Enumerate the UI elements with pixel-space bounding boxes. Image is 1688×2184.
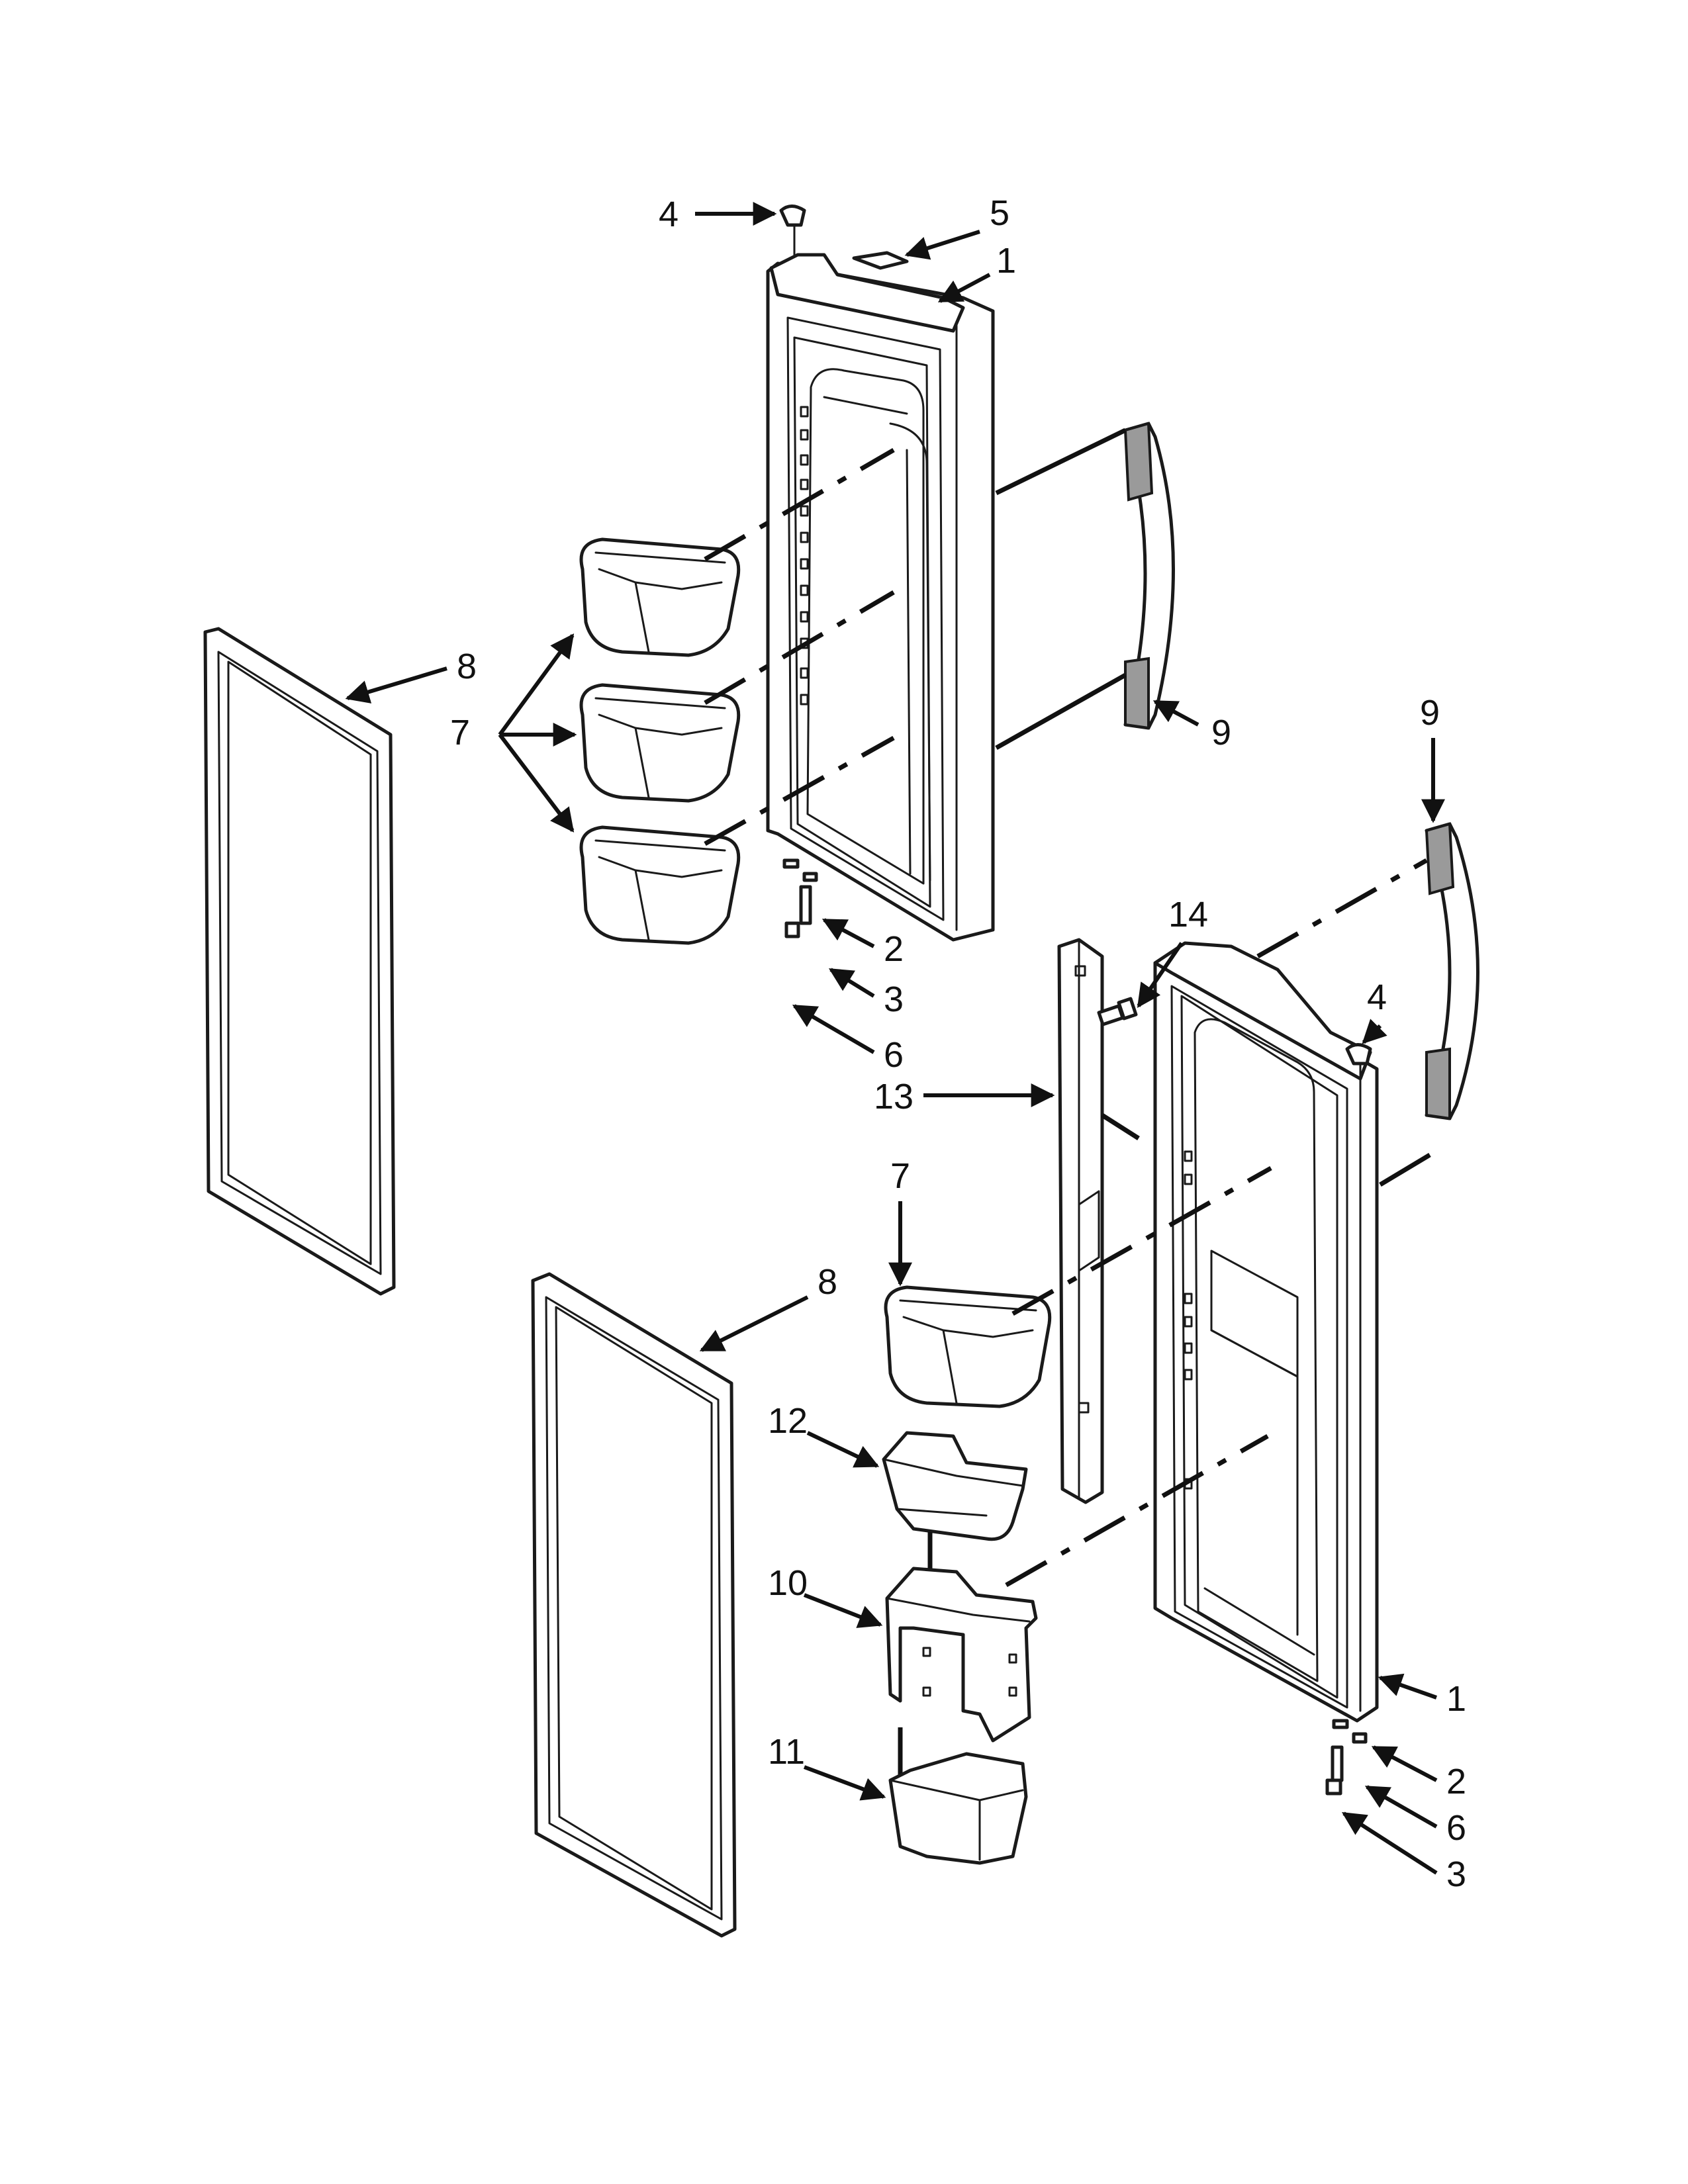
right-hinge-pin [1345, 1043, 1372, 1093]
right-handle-attach-line-bottom [1379, 1152, 1431, 1187]
callout-hinge-pin-top-right: 4 [1367, 978, 1387, 1017]
callout-bins-left: 7 [450, 713, 470, 752]
callout-hinge-right-bolt: 3 [1446, 1854, 1466, 1894]
callout-drawer-bracket: 10 [768, 1563, 808, 1603]
left-handle-attach-line-bottom [995, 672, 1127, 751]
small-drawer [888, 1752, 1028, 1865]
left-door-gasket [203, 627, 396, 1296]
left-bottom-hinge-hardware [782, 858, 818, 938]
callout-hinge-right-nut: 6 [1446, 1808, 1466, 1848]
callout-hinge-left-bolt: 3 [884, 979, 904, 1019]
right-bin-dash-line [1011, 1165, 1272, 1316]
mullion-screw [1097, 997, 1138, 1026]
small-shelf-bin [882, 1431, 1028, 1541]
callout-bushing: 5 [990, 193, 1009, 233]
callout-door-right: 1 [1446, 1679, 1466, 1719]
bin-dash-line-3 [704, 735, 895, 846]
right-door-bin [884, 1285, 1052, 1408]
right-handle-dash-line [1256, 858, 1428, 959]
right-door-assembly [1153, 941, 1379, 1723]
drawer-bracket [885, 1567, 1038, 1743]
bin-dash-line-1 [704, 447, 895, 562]
callout-hinge-left-nut: 6 [884, 1035, 904, 1075]
callout-bin-right: 7 [890, 1156, 910, 1196]
left-hinge-pin [779, 205, 806, 256]
callout-gasket-right: 8 [818, 1262, 837, 1302]
left-door-bin-top [579, 537, 741, 657]
callout-mullion: 13 [874, 1077, 914, 1116]
callout-hinge-right-washer: 2 [1446, 1762, 1466, 1801]
left-door-handle [1123, 422, 1175, 730]
bin-dash-line-2 [704, 590, 895, 705]
callout-mullion-screw: 14 [1168, 895, 1208, 934]
callout-handle-left: 9 [1211, 713, 1231, 752]
callout-gasket-left: 8 [457, 647, 477, 686]
callout-hinge-pin-top-left: 4 [659, 195, 679, 234]
callout-shelf-bin: 12 [768, 1401, 808, 1441]
left-door-shelf-pegs [800, 406, 809, 705]
right-door-top-cap [1153, 941, 1372, 1081]
left-door-bin-middle [579, 683, 741, 803]
callout-drawer: 11 [768, 1732, 805, 1772]
callout-arrows [345, 202, 1445, 1875]
right-bottom-hinge-hardware [1325, 1719, 1368, 1796]
left-handle-attach-line-top [995, 428, 1127, 496]
right-door-gasket [531, 1272, 737, 1938]
callout-labels: 4 5 1 9 8 7 2 3 6 9 14 4 13 7 8 12 10 11… [450, 193, 1466, 1894]
mullion-attach-line [1101, 1113, 1140, 1140]
right-door-handle [1425, 822, 1479, 1120]
bracket-dash-line [1005, 1433, 1269, 1588]
callout-door-top-left: 1 [996, 241, 1016, 281]
callout-hinge-left-washer: 2 [884, 929, 904, 969]
callout-handle-right: 9 [1420, 693, 1440, 733]
center-mullion [1057, 938, 1104, 1504]
left-door-bin-bottom [579, 825, 741, 945]
left-hinge-bushing [852, 251, 909, 270]
left-door-assembly [766, 253, 995, 942]
